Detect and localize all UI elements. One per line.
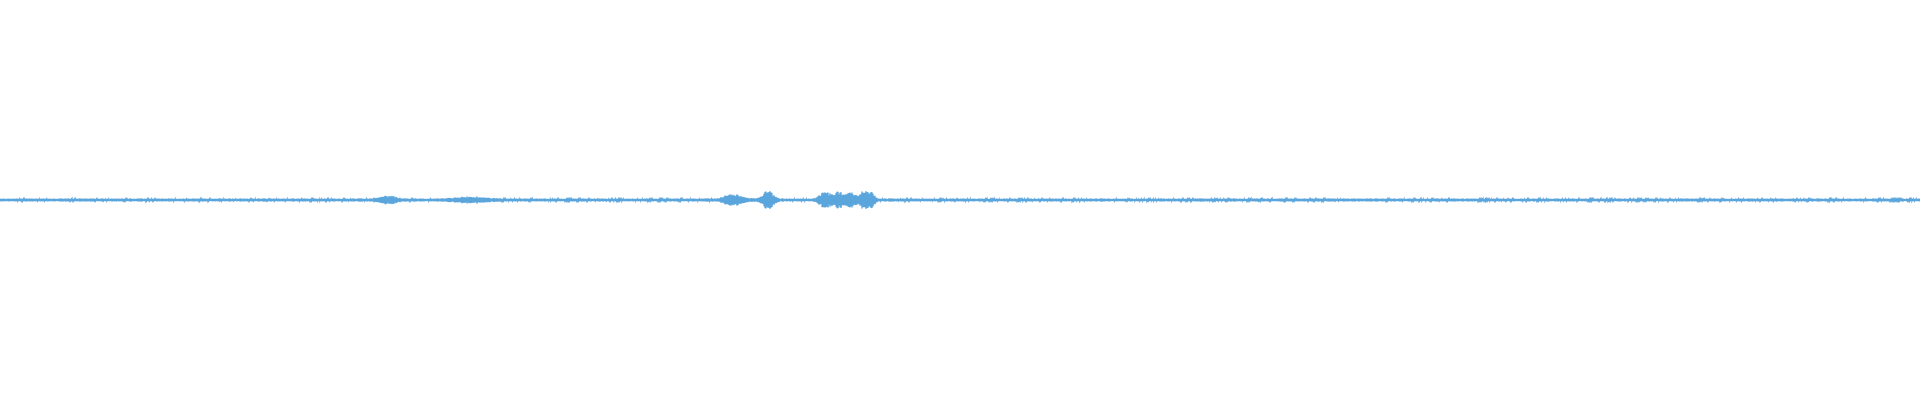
waveform-trace bbox=[0, 191, 1920, 209]
